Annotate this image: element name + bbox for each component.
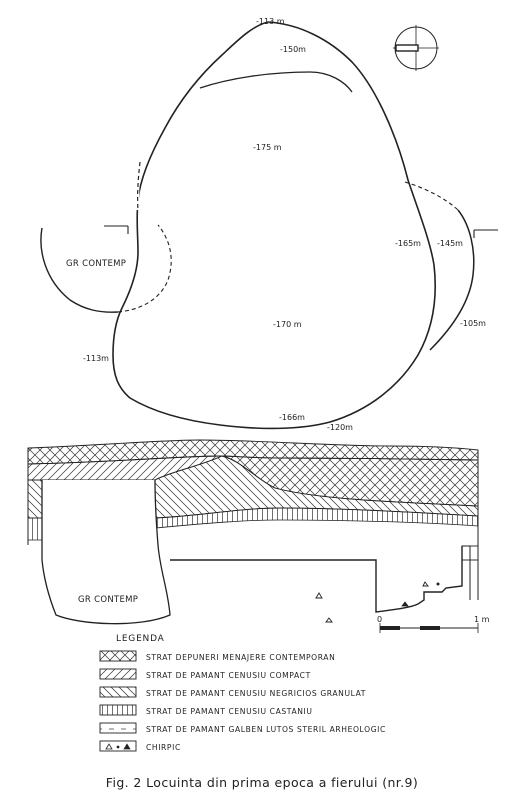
- legend-item-label: STRAT DE PAMANT CENUSIU CASTANIU: [146, 707, 313, 716]
- right-annex-outline: [429, 209, 475, 351]
- legend-swatch: [99, 740, 137, 752]
- elevation-label: -105m: [460, 319, 486, 328]
- upper-lobe-outline: [199, 71, 353, 93]
- plan-view: -113 m -150m -175 m -165m -145m -105m -1…: [40, 17, 498, 432]
- scale-bar: 0 1 m: [377, 615, 490, 633]
- section-arrow-left-icon: [104, 225, 129, 234]
- figure-caption: Fig. 2 Locuinta din prima epoca a fierul…: [106, 775, 418, 790]
- legend-item-label: CHIRPIC: [146, 743, 181, 752]
- legend-item-label: STRAT DE PAMANT GALBEN LUTOS STERIL ARHE…: [146, 725, 386, 734]
- section-arrow-right-icon: [473, 229, 498, 238]
- scale-start-label: 0: [377, 615, 382, 624]
- legend-item-label: STRAT DE PAMANT CENUSIU COMPACT: [146, 671, 311, 680]
- elevation-label: -170 m: [273, 320, 302, 329]
- right-annex-dashed: [404, 181, 459, 211]
- orientation-symbol-icon: [393, 25, 439, 71]
- section-gr-contemp-pit: [41, 479, 171, 625]
- legend-swatch: [99, 704, 137, 716]
- legend-swatch: [99, 668, 137, 680]
- legend: LEGENDA STRAT DEPUNERI MENAJERE CONTEMPO…: [99, 634, 386, 752]
- legend-swatch: [99, 686, 137, 698]
- gr-contemp-label: GR CONTEMP: [66, 259, 126, 269]
- legend-item-label: STRAT DEPUNERI MENAJERE CONTEMPORAN: [146, 653, 335, 662]
- section-floor-profile: [170, 546, 463, 613]
- elevation-label: -150m: [280, 45, 306, 54]
- chirpic-fragments: [315, 581, 440, 623]
- scale-end-label: 1 m: [474, 615, 490, 624]
- gr-contemp-pit-dashed: [117, 224, 172, 313]
- section-gr-contemp-label: GR CONTEMP: [78, 595, 138, 605]
- gr-contemp-pit-outline: [40, 227, 119, 313]
- legend-swatch: [99, 650, 137, 662]
- legend-swatch: [99, 722, 137, 734]
- elevation-label: -175 m: [253, 143, 282, 152]
- elevation-label: -145m: [437, 239, 463, 248]
- dwelling-outline: [112, 21, 437, 430]
- elevation-label: -120m: [327, 423, 353, 432]
- elevation-label: -166m: [279, 413, 305, 422]
- elevation-label: -165m: [395, 239, 421, 248]
- elevation-label: -113m: [83, 354, 109, 363]
- legend-title: LEGENDA: [116, 634, 165, 644]
- section-view: GR CONTEMP 0 1 m: [27, 439, 490, 633]
- legend-item-label: STRAT DE PAMANT CENUSIU NEGRICIOS GRANUL…: [146, 689, 366, 698]
- elevation-label: -113 m: [256, 17, 285, 26]
- dwelling-outline-upper-left: [137, 21, 269, 201]
